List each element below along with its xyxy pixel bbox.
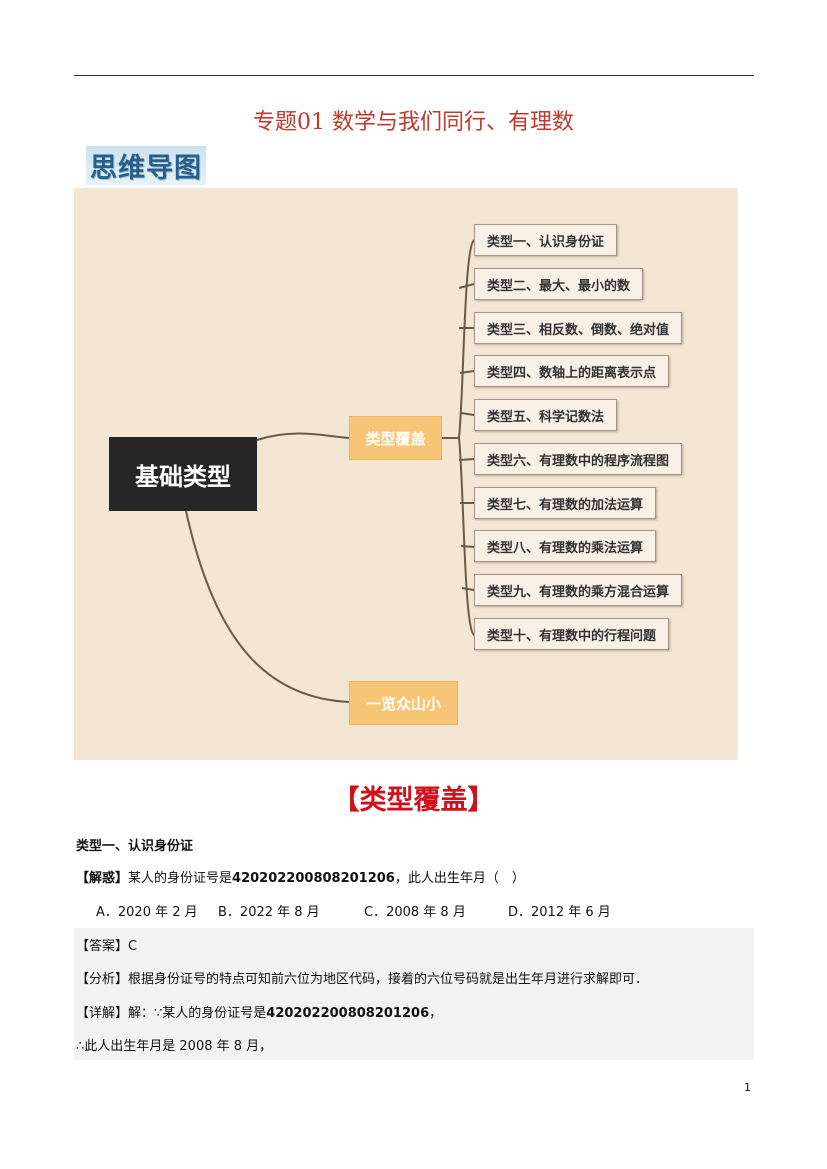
- solution-block: [74, 928, 754, 1060]
- option-d: D．2012 年 6 月: [508, 905, 611, 920]
- option-c: C．2008 年 8 月: [364, 905, 466, 920]
- mind-map: 基础类型 类型覆盖 一览众山小 类型一、认识身份证 类型二、最大、最小的数 类型…: [74, 188, 738, 760]
- mindmap-leaf: 类型十、有理数中的行程问题: [474, 618, 670, 650]
- page-title: 专题01 数学与我们同行、有理数: [253, 110, 574, 135]
- question: 【解惑】某人的身份证号是420202200808201206，此人出生年月（ ）: [76, 867, 525, 886]
- type-heading: 类型一、认识身份证: [76, 839, 194, 854]
- mindmap-leaf: 类型九、有理数的乘方混合运算: [474, 574, 683, 606]
- mindmap-leaf: 类型七、有理数的加法运算: [474, 487, 657, 519]
- id-number: 420202200808201206: [232, 871, 395, 886]
- analysis-text: 根据身份证号的特点可知前六位为地区代码，接着的六位号码就是出生年月进行求解即可．: [128, 972, 649, 987]
- detail-text-end: ，: [429, 1006, 443, 1021]
- mindmap-leaf: 类型一、认识身份证: [474, 224, 618, 256]
- mindmap-logo: 思维导图: [86, 146, 206, 185]
- section-heading: 【类型覆盖】: [332, 785, 495, 816]
- mindmap-leaf: 类型八、有理数的乘法运算: [474, 530, 657, 562]
- detail-tag: 【详解】: [76, 1006, 129, 1021]
- mindmap-leaf: 类型四、数轴上的距离表示点: [474, 355, 670, 387]
- detail: 【详解】解：∵某人的身份证号是420202200808201206，: [76, 1002, 442, 1021]
- mindmap-branch-overview: 一览众山小: [349, 681, 458, 725]
- analysis: 【分析】根据身份证号的特点可知前六位为地区代码，接着的六位号码就是出生年月进行求…: [76, 968, 648, 987]
- page-number: 1: [744, 1081, 751, 1094]
- mindmap-root-node: 基础类型: [109, 437, 257, 511]
- answer: 【答案】C: [76, 935, 137, 954]
- mindmap-branch-type-coverage: 类型覆盖: [349, 416, 442, 460]
- id-number: 420202200808201206: [266, 1006, 430, 1021]
- analysis-tag: 【分析】: [76, 972, 129, 987]
- header-rule: [74, 75, 754, 76]
- question-text-end: ，此人出生年月（ ）: [394, 871, 525, 886]
- mind-map-connectors: [185, 239, 475, 703]
- answer-tag: 【答案】: [76, 939, 129, 954]
- question-text: 某人的身份证号是: [128, 871, 233, 886]
- mindmap-leaf: 类型五、科学记数法: [474, 399, 618, 431]
- option-a: A．2020 年 2 月: [96, 905, 198, 920]
- question-tag: 【解惑】: [76, 871, 129, 886]
- detail-conclusion: ∴此人出生年月是 2008 年 8 月，: [76, 1039, 273, 1054]
- answer-value: C: [128, 939, 138, 954]
- option-b: B．2022 年 8 月: [218, 905, 320, 920]
- mindmap-leaf: 类型二、最大、最小的数: [474, 268, 644, 300]
- mindmap-leaf: 类型六、有理数中的程序流程图: [474, 443, 683, 475]
- mindmap-leaf: 类型三、相反数、倒数、绝对值: [474, 312, 683, 344]
- detail-text: 解：∵某人的身份证号是: [128, 1006, 267, 1021]
